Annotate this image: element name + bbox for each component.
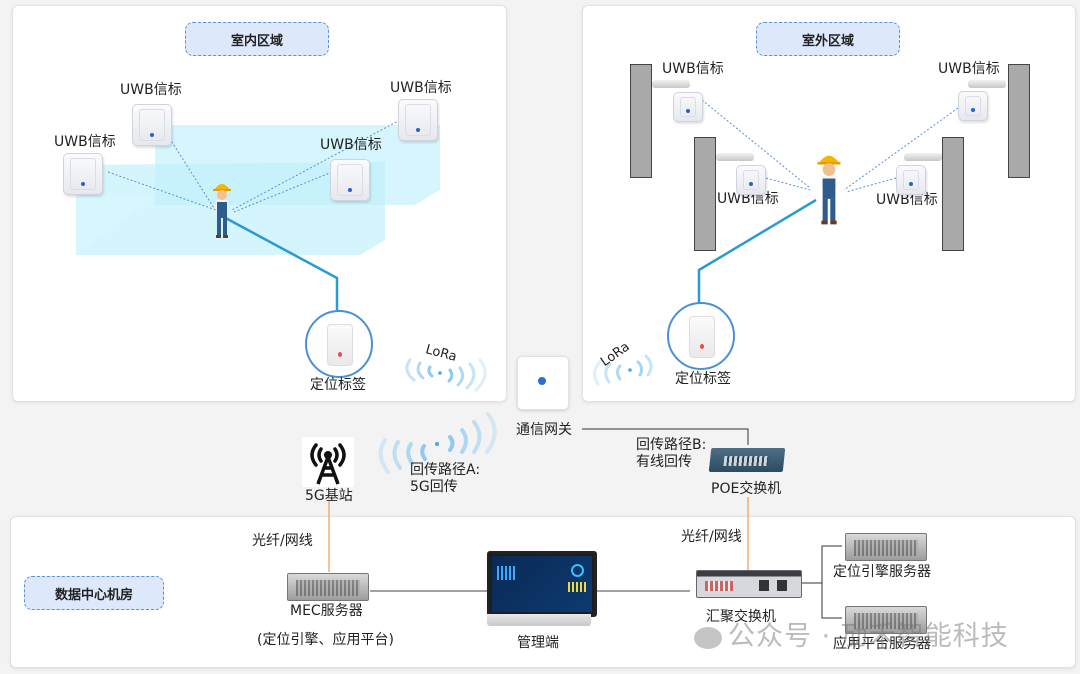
beacon-mount-bracket-icon [968,80,1006,88]
worker-icon [213,184,231,238]
lora-wave-outdoor-icon [593,354,653,386]
indoor-beacon-label: UWB信标 [320,137,382,153]
indoor-room-floor [76,162,385,255]
indoor-beacon-label: UWB信标 [54,134,116,150]
backhaul-path-b-line1: 回传路径B: [636,437,707,453]
indoor-room-side [76,195,155,255]
poe-switch-label: POE交换机 [711,481,782,497]
outdoor-tag-label: 定位标签 [675,371,731,387]
outdoor-wall [694,137,716,251]
uwb-beacon-icon [958,91,988,121]
outdoor-zone-panel [582,5,1076,402]
positioning-server-label: 定位引擎服务器 [833,564,931,580]
outdoor-zone-label: 室外区域 [756,22,900,56]
uwb-beacon-icon [398,99,438,141]
outdoor-zone-title: 室外区域 [801,33,854,49]
wechat-icon [694,626,722,649]
management-label: 管理端 [517,635,559,651]
backhaul-path-a-line2: 5G回传 [410,479,458,495]
mec-server-label: MEC服务器 [290,603,363,619]
indoor-beacon-label: UWB信标 [120,82,182,98]
outdoor-tag-link [697,198,817,304]
indoor-tag-link [219,213,339,312]
app-platform-server-label: 应用平台服务器 [833,636,931,652]
gateway-logo [538,377,546,385]
outdoor-positioning-tag-icon [667,302,735,370]
backhaul-path-a-line1: 回传路径A: [410,462,481,478]
backhaul-path-b-line2: 有线回传 [636,454,692,470]
indoor-zone-title: 室内区域 [230,33,283,49]
datacenter-zone-title: 数据中心机房 [54,587,133,603]
beacon-mount-bracket-icon [652,80,690,88]
outdoor-beacon-label: UWB信标 [938,61,1000,77]
aggregation-switch-label: 汇聚交换机 [706,609,776,625]
gateway-poe-wired-link [582,428,749,445]
mec-server-sublabel: (定位引擎、应用平台) [257,632,394,648]
uwb-beacon-icon [736,165,766,195]
aggregation-switch-icon [696,570,802,598]
poe-switch-icon [708,448,786,472]
watermark-text: 公众号 · 劢禾智能科技 [728,621,1009,652]
uwb-beacon-icon [132,104,172,146]
worker-icon [817,155,841,225]
indoor-zone-label: 室内区域 [185,22,329,56]
fiber-label-left: 光纤/网线 [252,533,313,549]
5g-base-station-icon [302,437,354,487]
positioning-server-icon [845,533,927,561]
tag-card [327,324,353,366]
app-platform-server-icon [845,606,927,634]
5g-base-station-label: 5G基站 [305,488,353,504]
backhaul-5g-wave-icon [378,412,497,474]
uwb-beacon-icon [896,165,926,195]
chart-widget [568,582,586,592]
outdoor-beacon-label: UWB信标 [717,191,779,207]
outdoor-uwb-rays [701,99,959,193]
switch-module [777,580,787,591]
gateway-label: 通信网关 [516,422,572,438]
agg-servers-link [799,545,842,584]
fiber-label-right: 光纤/网线 [681,529,742,545]
uwb-beacon-icon [63,153,103,195]
management-monitor-icon [487,551,597,617]
monitor-stand [487,614,591,626]
datacenter-zone-label: 数据中心机房 [24,576,164,610]
outdoor-wall [942,137,964,251]
switch-ports [723,456,769,466]
indoor-beacon-label: UWB信标 [390,80,452,96]
outdoor-beacon-label: UWB信标 [662,61,724,77]
outdoor-beacon-label: UWB信标 [876,192,938,208]
gauge-widget [571,564,584,577]
indoor-tag-label: 定位标签 [310,377,366,393]
lora-wave-indoor-icon [405,358,487,392]
mec-server-icon [287,573,369,601]
beacon-mount-bracket-icon [904,153,942,161]
outdoor-wall [1008,64,1030,178]
watermark: 公众号 · 劢禾智能科技 [694,614,1009,653]
tag-card [689,316,715,358]
communication-gateway-icon [517,356,569,410]
beacon-mount-bracket-icon [716,153,754,161]
chart-widget [497,566,515,580]
uwb-beacon-icon [330,159,370,201]
switch-module [759,580,769,591]
indoor-uwb-rays [107,119,401,213]
dashboard-screen [492,556,592,612]
outdoor-wall [630,64,652,178]
indoor-positioning-tag-icon [305,310,373,378]
uwb-beacon-icon [673,92,703,122]
switch-ports [705,581,733,591]
